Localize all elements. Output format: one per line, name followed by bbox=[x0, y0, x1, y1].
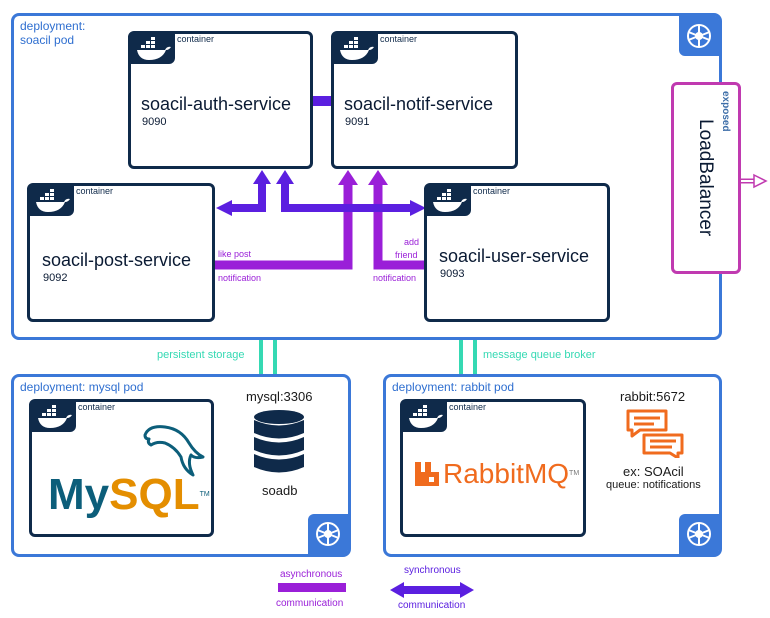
docker-icon bbox=[30, 186, 74, 216]
soacil-pod-label-line2: soacil pod bbox=[20, 33, 75, 47]
container-tag: container bbox=[449, 402, 487, 412]
mysql-logo-tm: TM bbox=[199, 491, 210, 498]
legend-sync-head-right bbox=[460, 582, 474, 598]
rabbitmq-logo-icon bbox=[415, 462, 439, 486]
post-service-container: container soacil-post-service 9092 bbox=[27, 183, 215, 322]
legend-async-line1: asynchronous bbox=[280, 569, 343, 580]
sync-post-auth-head-left bbox=[216, 200, 232, 216]
queue-label: queue: notifications bbox=[606, 479, 701, 491]
persistent-storage-label: persistent storage bbox=[157, 349, 245, 361]
async-post-notif-head bbox=[338, 170, 358, 185]
mysql-logo: MySQLTM bbox=[48, 470, 210, 520]
notif-service-port: 9091 bbox=[345, 116, 370, 128]
docker-icon bbox=[403, 402, 447, 432]
container-tag: container bbox=[473, 186, 511, 196]
legend-sync-line1: synchronous bbox=[404, 565, 461, 576]
database-icon bbox=[254, 410, 304, 473]
notif-service-name: soacil-notif-service bbox=[344, 94, 494, 114]
mysql-logo-sql: SQL bbox=[109, 470, 200, 519]
user-service-container: container soacil-user-service 9093 bbox=[424, 183, 610, 322]
container-tag: container bbox=[380, 34, 418, 44]
post-service-name: soacil-post-service bbox=[42, 250, 192, 270]
rabbit-pod-label: deployment: rabbit pod bbox=[392, 380, 515, 394]
message-queue-icon bbox=[626, 409, 684, 458]
rabbitmq-container: container RabbitMQTM bbox=[400, 399, 586, 537]
legend-sync-line2: communication bbox=[398, 600, 466, 611]
mysql-pod-label: deployment: mysql pod bbox=[20, 380, 144, 394]
like-post-label: like post bbox=[218, 249, 252, 259]
rabbitmq-logo-name: RabbitMQ bbox=[443, 458, 570, 489]
notification-left-label: notification bbox=[218, 273, 262, 283]
exposed-label: exposed bbox=[720, 91, 731, 132]
mysql-logo-my: My bbox=[48, 470, 110, 519]
container-tag: container bbox=[78, 402, 116, 412]
kubernetes-icon bbox=[679, 514, 719, 554]
auth-service-container: container soacil-auth-service 9090 bbox=[128, 31, 313, 169]
database-name-label: soadb bbox=[262, 483, 298, 498]
mysql-dolphin-icon bbox=[143, 425, 205, 477]
docker-icon bbox=[334, 34, 378, 64]
async-user-notif-head bbox=[368, 170, 388, 185]
legend-sync-head-left bbox=[390, 582, 404, 598]
soacil-pod-label-line1: deployment: bbox=[20, 19, 86, 33]
soacil-pod-label: deployment: soacil pod bbox=[20, 19, 85, 47]
user-service-name: soacil-user-service bbox=[439, 246, 590, 266]
container-tag: container bbox=[76, 186, 114, 196]
kubernetes-icon bbox=[679, 16, 719, 56]
auth-service-name: soacil-auth-service bbox=[141, 94, 292, 114]
sync-auth-user bbox=[281, 182, 412, 212]
docker-icon bbox=[32, 402, 76, 432]
docker-icon bbox=[427, 186, 471, 216]
kubernetes-icon bbox=[308, 514, 348, 554]
friend-label: friend bbox=[395, 250, 418, 260]
docker-icon bbox=[131, 34, 175, 64]
user-service-port: 9093 bbox=[440, 268, 465, 280]
loadbalancer[interactable]: exposed LoadBalancer bbox=[671, 82, 741, 274]
auth-notif-link bbox=[312, 96, 334, 106]
auth-service-port: 9090 bbox=[142, 116, 167, 128]
sync-post-auth-head-up bbox=[253, 170, 271, 184]
mysql-port-label: mysql:3306 bbox=[246, 389, 313, 404]
legend-async-bar bbox=[278, 583, 346, 592]
rabbitmq-logo-tm: TM bbox=[569, 470, 580, 477]
sync-post-auth bbox=[228, 182, 266, 212]
sync-auth-user-head-up bbox=[276, 170, 294, 184]
loadbalancer-name: LoadBalancer bbox=[695, 119, 716, 237]
notification-right-label: notification bbox=[373, 273, 417, 283]
legend-async-line2: communication bbox=[276, 598, 344, 609]
mysql-container: container MySQLTM bbox=[29, 399, 214, 537]
rabbit-port-label: rabbit:5672 bbox=[620, 389, 686, 404]
add-label: add bbox=[404, 237, 420, 247]
exposed-arrow-head bbox=[753, 173, 768, 189]
post-service-port: 9092 bbox=[43, 272, 68, 284]
rabbitmq-logo-text: RabbitMQTM bbox=[443, 458, 579, 490]
notif-service-container: container soacil-notif-service 9091 bbox=[331, 31, 518, 169]
message-queue-broker-label: message queue broker bbox=[483, 349, 596, 361]
sync-auth-user-head-right bbox=[410, 200, 426, 216]
exchange-label: ex: SOAcil bbox=[623, 464, 684, 479]
container-tag: container bbox=[177, 34, 215, 44]
